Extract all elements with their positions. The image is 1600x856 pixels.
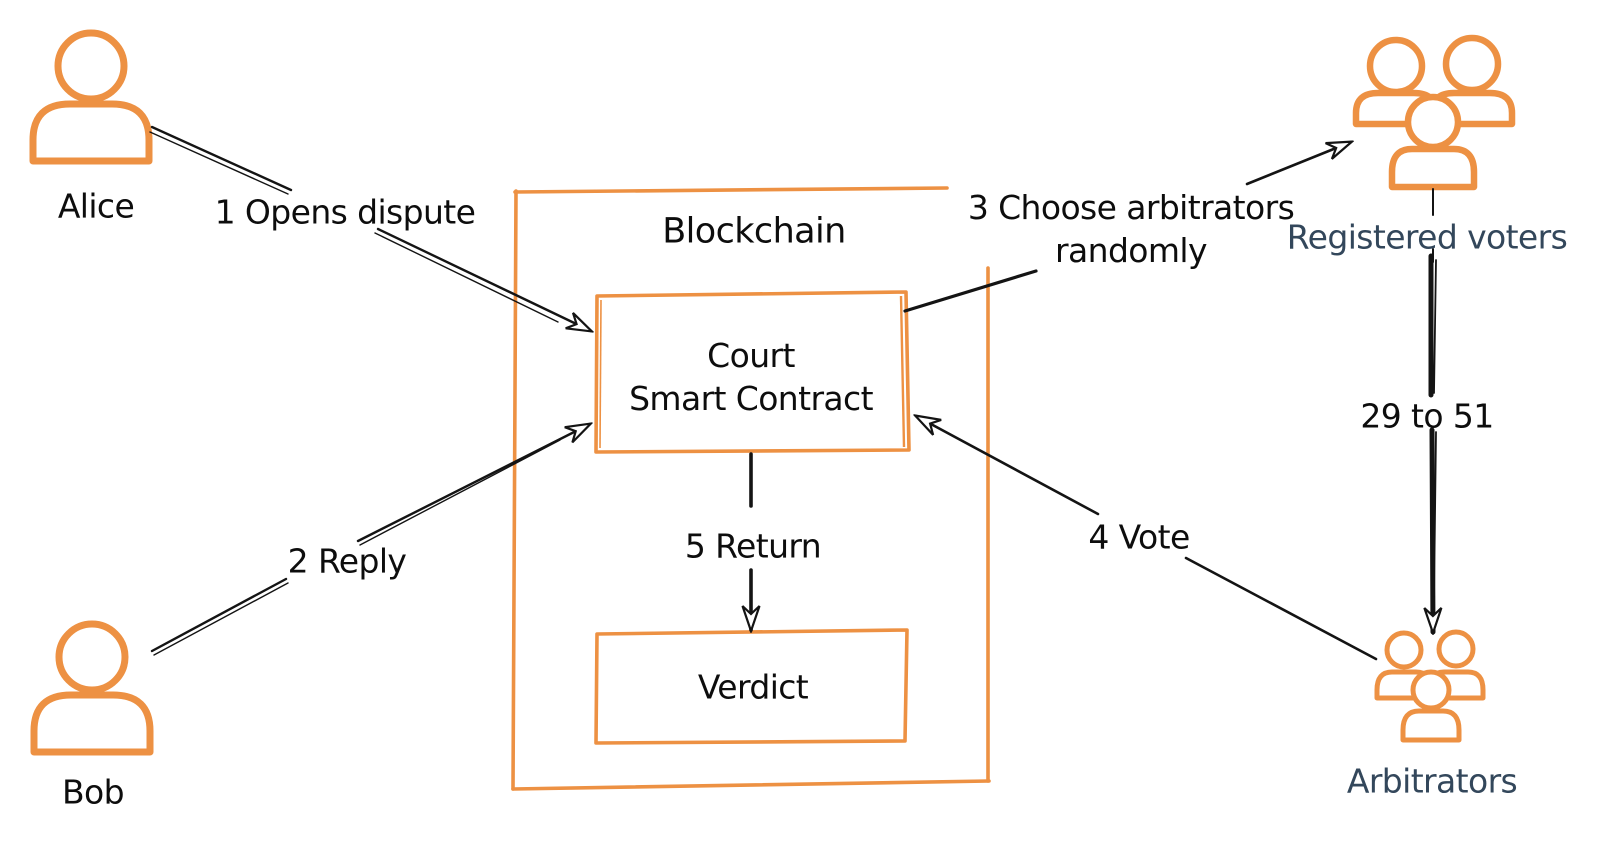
bob-label: Bob [62,772,125,812]
choose-arbitrators-edge-label: 3 Choose arbitrators randomly [967,187,1295,273]
arrow-opens-dispute [149,125,591,331]
return-edge-label: 5 Return [684,526,822,566]
range-29-to-51-edge-label: 29 to 51 [1360,396,1494,436]
court-label-line-1: Court [707,336,795,376]
arrow-choose-arbitrators [903,142,1351,313]
registered-voters-people-group-icon [1352,34,1516,191]
alice-label: Alice [57,186,135,226]
bob-person-icon [30,620,154,756]
court-smart-contract-box [594,290,911,454]
arbitrators-label: Arbitrators [1346,761,1518,801]
court-label-line-2: Smart Contract [629,379,873,418]
blockchain-container-label: Blockchain [662,211,846,252]
arrow-vote [916,416,1378,661]
court-smart-contract-label: Court Smart Contract [629,335,873,421]
alice-person-icon [29,29,153,165]
verdict-label: Verdict [697,667,809,707]
arrow-reply [150,424,590,656]
verdict-box [594,628,909,745]
vote-edge-label: 4 Vote [1088,517,1190,557]
opens-dispute-edge-label: 1 Opens dispute [214,192,476,232]
arbitrators-people-group-icon [1374,629,1486,743]
arrow-29-to-51 [1431,188,1436,632]
registered-voters-label: Registered voters [1286,217,1568,257]
reply-edge-label: 2 Reply [287,541,407,581]
blockchain-container-box [511,186,991,791]
choose-arbitrators-label-line-1: 3 Choose arbitrators [967,188,1295,228]
choose-arbitrators-label-line-2: randomly [1055,231,1207,270]
